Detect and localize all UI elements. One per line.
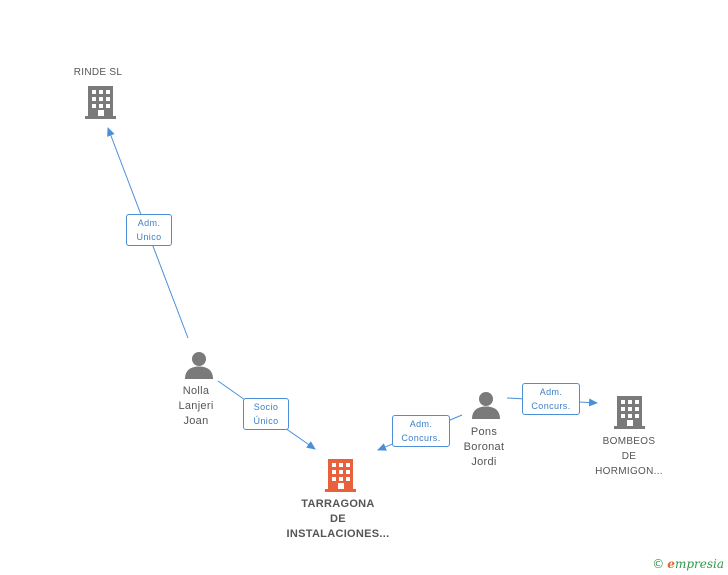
person-icon[interactable] — [472, 392, 500, 419]
brand-logo[interactable]: ©empresia — [652, 557, 724, 571]
node-label-tarragona[interactable]: TARRAGONA DE INSTALACIONES... — [272, 497, 404, 542]
node-label-pons[interactable]: Pons Boronat Jordi — [448, 425, 520, 470]
node-label-line: DE — [621, 451, 637, 462]
brand-initial: e — [667, 557, 675, 571]
building-icon[interactable] — [85, 86, 116, 119]
edge-label-line: Unico — [136, 232, 162, 242]
edge-label-line: Adm. — [539, 387, 563, 397]
edge-label-line: Adm. — [137, 218, 161, 228]
node-label-line: Pons — [470, 426, 498, 438]
node-label-line: BOMBEOS — [602, 436, 656, 447]
node-label-line: Nolla — [182, 385, 210, 397]
node-label-line: Boronat — [463, 441, 505, 453]
edge-label-line: Adm. — [409, 419, 433, 429]
node-label-line: DE — [330, 513, 346, 525]
brand-name: mpresia — [674, 557, 724, 571]
edge-label-line: Socio — [253, 402, 279, 412]
building-icon[interactable] — [614, 396, 645, 429]
node-label-rinde[interactable]: RINDE SL — [58, 65, 138, 80]
edge-label-adm-concurs-1[interactable]: Adm. Concurs. — [392, 415, 450, 447]
node-label-line: HORMIGON... — [595, 466, 663, 477]
node-label-line: TARRAGONA — [301, 498, 375, 510]
edge-label-line: Concurs. — [401, 433, 441, 443]
node-label-line: RINDE SL — [73, 67, 123, 78]
edge-label-line: Concurs. — [531, 401, 571, 411]
node-label-line: Lanjeri — [178, 400, 214, 412]
edge-label-line: Único — [253, 416, 279, 426]
edge-label-socio-unico[interactable]: Socio Único — [243, 398, 289, 430]
person-icon[interactable] — [185, 352, 213, 379]
node-label-line: Jordi — [471, 456, 497, 468]
copyright-icon: © — [652, 557, 665, 571]
node-label-line: Joan — [183, 415, 209, 427]
focus-building-icon[interactable] — [325, 459, 356, 492]
edge-label-adm-unico[interactable]: Adm. Unico — [126, 214, 172, 246]
edge-label-adm-concurs-2[interactable]: Adm. Concurs. — [522, 383, 580, 415]
node-label-nolla[interactable]: Nolla Lanjeri Joan — [160, 384, 232, 429]
node-label-line: INSTALACIONES... — [286, 528, 390, 540]
node-label-bombeos[interactable]: BOMBEOS DE HORMIGON... — [583, 434, 675, 479]
